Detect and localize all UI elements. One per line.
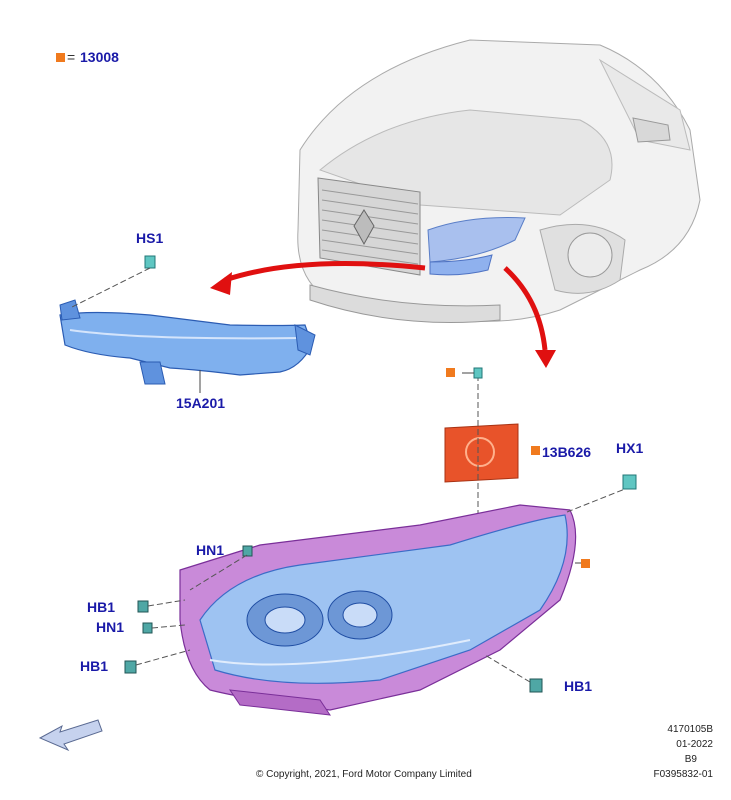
hs1-screw-illustration — [69, 255, 156, 309]
doc-id-line4: F0395832-01 — [653, 769, 714, 780]
label-15a201: 15A201 — [176, 395, 226, 411]
doc-id-line3: B9 — [684, 754, 697, 765]
label-hx1: HX1 — [616, 440, 644, 456]
module-screw-marker-icon — [446, 368, 455, 377]
copyright-text: © Copyright, 2021, Ford Motor Company Li… — [256, 769, 472, 780]
headlamp-assembly-illustration — [179, 474, 637, 716]
legend-part-number: 13008 — [80, 49, 119, 65]
doc-id-line2: 01-2022 — [676, 739, 713, 750]
label-hs1: HS1 — [136, 230, 164, 246]
legend-equals: = — [67, 49, 76, 65]
label-hb1-left-bottom: HB1 — [80, 658, 109, 674]
label-13b626: 13B626 — [542, 444, 592, 460]
headlamp-marker-icon — [581, 559, 590, 568]
orientation-arrow-icon — [38, 719, 103, 752]
module-marker-icon — [531, 446, 540, 455]
red-callout-arrows — [210, 261, 556, 368]
fastener-illustrations — [124, 545, 543, 693]
legend-orange-square-icon — [56, 53, 65, 62]
drl-lamp-illustration — [59, 299, 316, 385]
vehicle-front-illustration — [297, 39, 701, 323]
doc-id-line1: 4170105B — [667, 724, 713, 735]
label-hn1-top: HN1 — [196, 542, 225, 558]
label-hn1-mid: HN1 — [96, 619, 125, 635]
module-13b626-illustration — [444, 367, 519, 522]
label-hb1-right: HB1 — [564, 678, 593, 694]
label-hb1-left-top: HB1 — [87, 599, 116, 615]
